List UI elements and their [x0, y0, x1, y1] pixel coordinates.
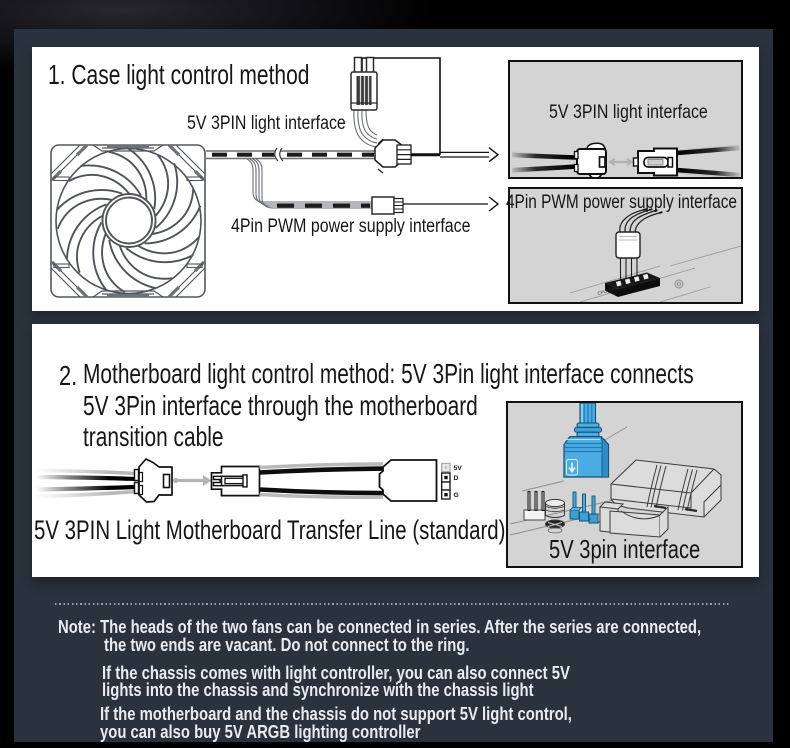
- svg-text:5V: 5V: [454, 465, 463, 472]
- svg-text:G: G: [454, 492, 459, 499]
- svg-text:CPU_FAN: CPU_FAN: [597, 286, 618, 296]
- svg-text:D: D: [454, 475, 459, 482]
